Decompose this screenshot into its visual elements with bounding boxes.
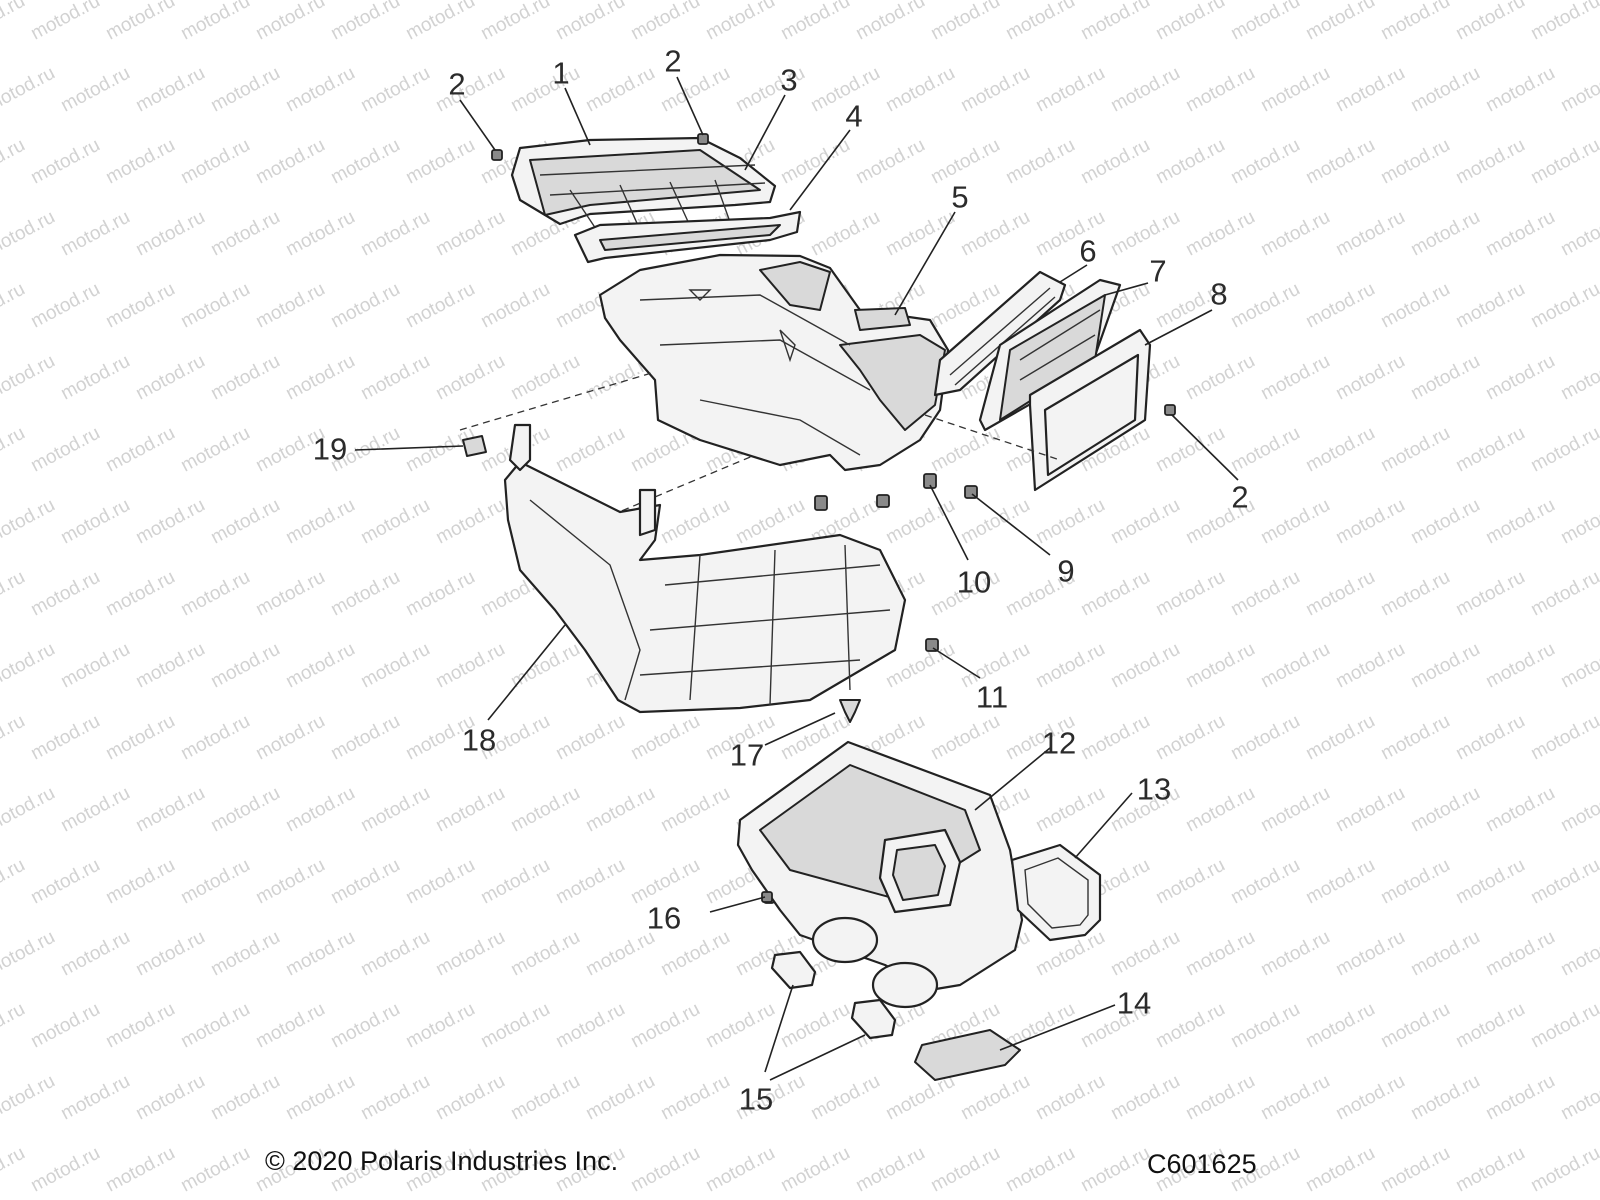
callout-11: 11 xyxy=(975,679,1009,715)
part-15-clamps xyxy=(770,950,897,1040)
callout-1: 1 xyxy=(552,55,570,91)
callout-8: 8 xyxy=(1210,276,1228,312)
copyright-notice: © 2020 Polaris Industries Inc. xyxy=(265,1146,619,1176)
callout-18: 18 xyxy=(461,722,497,758)
callout-5: 5 xyxy=(951,179,969,215)
part-5-intake-housing xyxy=(598,253,950,472)
callout-10: 10 xyxy=(956,564,992,600)
part-12-airbox xyxy=(736,740,1024,1009)
callout-7: 7 xyxy=(1149,253,1167,289)
part-13-gasket xyxy=(1010,843,1102,942)
callout-15: 15 xyxy=(738,1081,774,1117)
drawing-number: C601625 xyxy=(1147,1149,1257,1179)
part-18-lower-shroud xyxy=(503,423,907,714)
callout-12: 12 xyxy=(1041,725,1077,761)
part-1-top-grille xyxy=(510,136,777,236)
callout-13: 13 xyxy=(1136,771,1172,807)
part-8-duct-gasket xyxy=(1028,328,1152,492)
part-4-grille-frame xyxy=(573,210,802,264)
callout-14: 14 xyxy=(1116,985,1152,1021)
callout-3: 3 xyxy=(780,62,798,98)
callout-2-left-screw: 2 xyxy=(448,66,466,102)
callout-9: 9 xyxy=(1057,553,1075,589)
callout-2-top-screw: 2 xyxy=(664,43,682,79)
callout-17: 17 xyxy=(729,737,765,773)
callout-6: 6 xyxy=(1079,233,1097,269)
callout-16: 16 xyxy=(646,900,682,936)
leader-lines xyxy=(354,76,1239,1081)
callout-4: 4 xyxy=(845,98,863,134)
part-19-clip xyxy=(462,435,487,457)
callout-2-right-screw: 2 xyxy=(1231,479,1249,515)
part-14-label xyxy=(914,1029,1021,1081)
callout-19: 19 xyxy=(312,431,348,467)
part-17-grommet xyxy=(839,699,861,723)
